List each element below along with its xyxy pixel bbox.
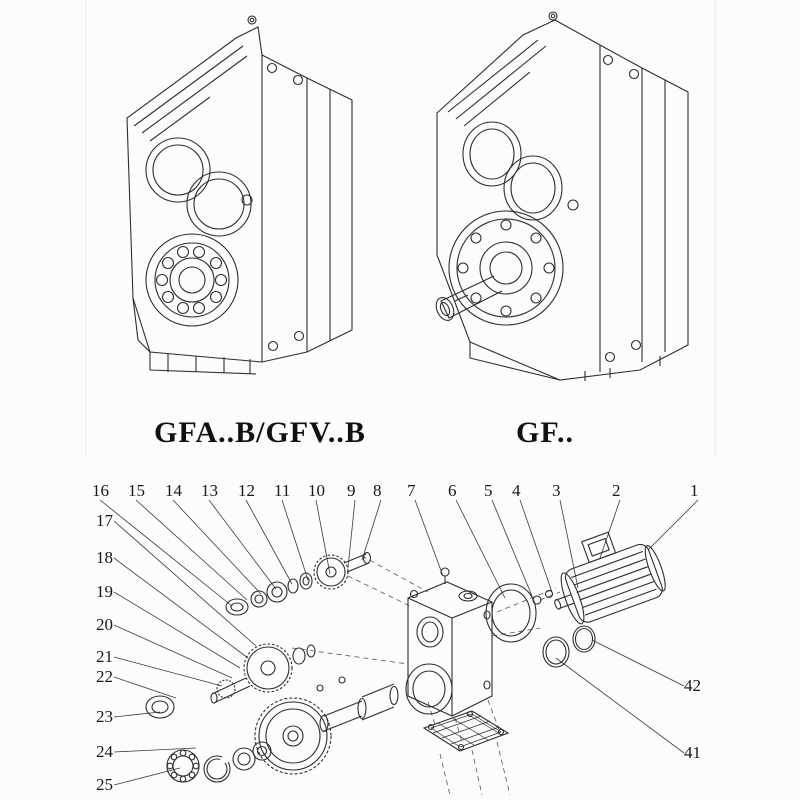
part-callout-13: 13 <box>201 481 218 500</box>
output-shaft-parts <box>167 677 398 782</box>
model-label-gf: GF.. <box>516 416 574 449</box>
roof-ribs-left <box>134 46 247 141</box>
feet-left <box>133 298 256 374</box>
gearbox-left-drawing <box>127 16 352 374</box>
part-callout-24: 24 <box>96 742 113 761</box>
part-callout-14: 14 <box>165 481 182 500</box>
part-callout-19: 19 <box>96 582 113 601</box>
gearbox-left-outline <box>127 27 352 362</box>
part-callout-5: 5 <box>484 481 493 500</box>
part-callout-20: 20 <box>96 615 113 634</box>
input-shaft-parts <box>226 553 371 616</box>
part-callout-18: 18 <box>96 548 113 567</box>
part-callout-22: 22 <box>96 667 113 686</box>
adapter-and-rings-parts <box>486 584 595 667</box>
part-callout-8: 8 <box>373 481 382 500</box>
flange-screws-right <box>549 12 641 362</box>
bearing-bores-left <box>146 138 252 236</box>
part-callout-9: 9 <box>347 481 356 500</box>
bearing-bores-right <box>463 122 578 220</box>
part-callout-7: 7 <box>407 481 416 500</box>
page-edge-lines <box>86 0 715 458</box>
leader-lines-right <box>556 640 684 753</box>
housing-part <box>406 568 492 716</box>
assembly-axis-lines <box>292 556 560 795</box>
part-callout-21: 21 <box>96 647 113 666</box>
leader-lines-top <box>100 500 698 606</box>
output-shaft-right <box>433 276 502 323</box>
gearbox-right-outline <box>437 20 688 380</box>
gasket-plate-part <box>424 711 508 751</box>
roof-ribs-right <box>448 40 546 126</box>
model-label-gfab-gfvb: GFA..B/GFV..B <box>154 416 366 449</box>
exploded-view-drawing <box>100 500 698 795</box>
flange-screws-left <box>248 16 304 351</box>
output-bearing-left <box>146 234 238 326</box>
part-callout-6: 6 <box>448 481 457 500</box>
feet-right <box>470 342 660 381</box>
part-callout-25: 25 <box>96 775 113 794</box>
output-flange-right <box>449 211 563 325</box>
gearbox-right-drawing <box>433 12 688 381</box>
part-callout-23: 23 <box>96 707 113 726</box>
part-callout-2: 2 <box>612 481 621 500</box>
intermediate-gear-parts <box>146 644 315 718</box>
part-callout-4: 4 <box>512 481 521 500</box>
motor-part <box>538 519 670 631</box>
leader-lines-left <box>114 521 256 785</box>
part-callout-11: 11 <box>274 481 291 500</box>
part-callout-10: 10 <box>308 481 325 500</box>
part-callout-3: 3 <box>552 481 561 500</box>
part-callout-15: 15 <box>128 481 145 500</box>
part-callout-1: 1 <box>690 481 699 500</box>
part-callout-16: 16 <box>92 481 109 500</box>
part-callout-42: 42 <box>684 676 701 695</box>
part-callout-17: 17 <box>96 511 113 530</box>
part-callout-12: 12 <box>238 481 255 500</box>
part-callout-41: 41 <box>684 743 701 762</box>
